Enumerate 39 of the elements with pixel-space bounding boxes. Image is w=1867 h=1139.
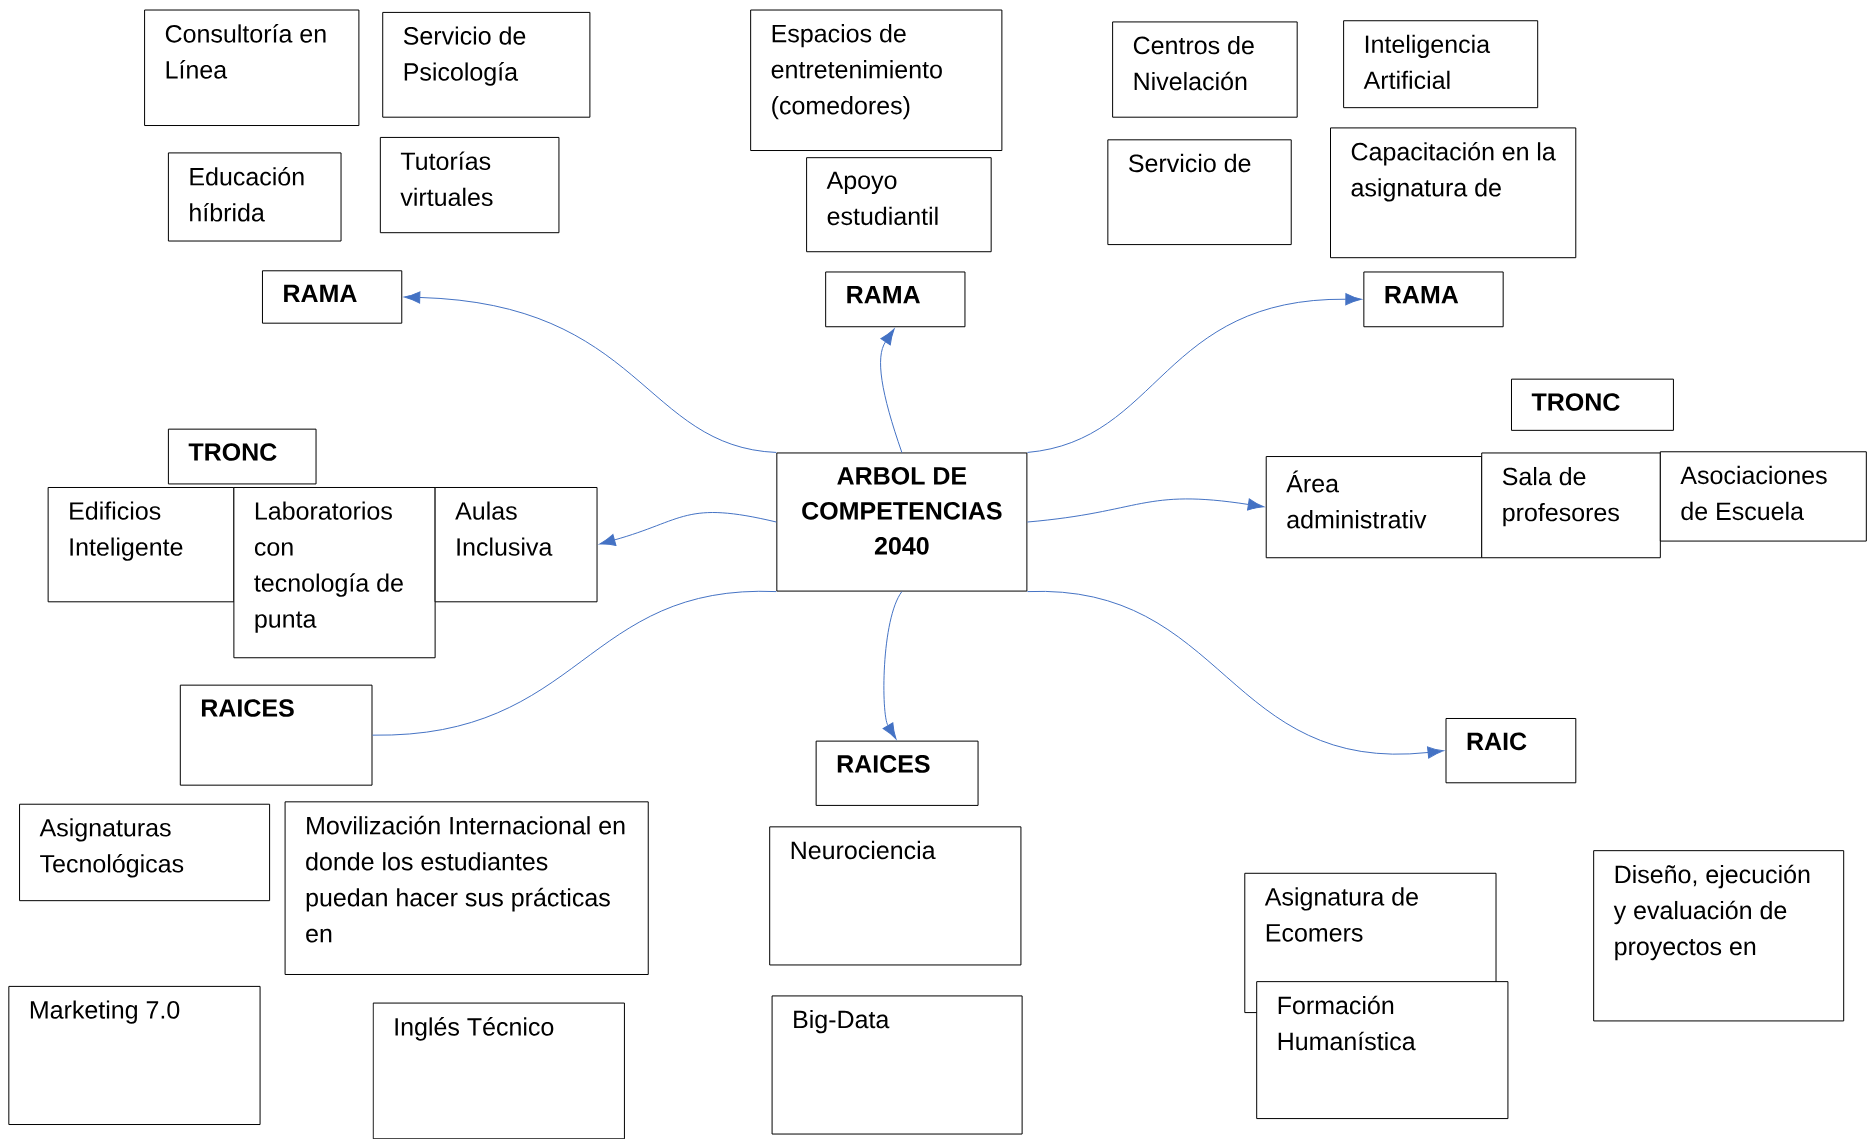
heading-box: RAICES xyxy=(179,684,373,786)
text-box: Marketing 7.0 xyxy=(8,985,261,1125)
text-box: Espacios de entretenimiento (comedores) xyxy=(750,9,1003,151)
text-box: Inteligencia Artificial xyxy=(1343,20,1539,108)
heading-box: TRONC xyxy=(167,428,317,485)
arrow xyxy=(403,291,777,453)
text-box: Laboratorios con tecnología de punta xyxy=(233,486,436,659)
text-box: Área administrativ xyxy=(1265,455,1483,558)
text-box: Apoyo estudiantil xyxy=(806,156,992,252)
arrow xyxy=(1026,292,1362,453)
text-box: Asignaturas Tecnológicas xyxy=(19,803,271,901)
text-box: Aulas Inclusiva xyxy=(434,486,598,603)
text-box: Servicio de xyxy=(1107,139,1292,245)
title-box: ARBOL DE COMPETENCIAS 2040 xyxy=(776,452,1028,592)
text-box: Servicio de Psicología xyxy=(382,11,591,118)
text-box: Consultoría en Línea xyxy=(144,9,360,126)
text-box: Capacitación en la asignatura de xyxy=(1330,127,1577,258)
heading-box: RAIC xyxy=(1445,717,1577,784)
arrow xyxy=(1026,498,1265,523)
text-box: Sala de profesores xyxy=(1481,452,1661,558)
text-box: Educación híbrida xyxy=(167,152,342,242)
text-box: Centros de Nivelación xyxy=(1112,21,1298,118)
heading-box: TRONC xyxy=(1511,378,1674,431)
text-box: Tutorías virtuales xyxy=(379,136,560,233)
heading-box: RAICES xyxy=(815,740,979,806)
heading-box: RAMA xyxy=(261,270,403,324)
text-box: Formación Humanística xyxy=(1256,980,1509,1119)
text-box: Diseño, ejecución y evaluación de proyectos en xyxy=(1593,849,1845,1022)
heading-box: RAMA xyxy=(825,271,966,327)
text-box: Big-Data xyxy=(771,995,1023,1135)
text-box: Inglés Técnico xyxy=(372,1002,625,1139)
arrow xyxy=(882,590,903,740)
text-box: Asociaciones de Escuela xyxy=(1659,451,1867,542)
arrow xyxy=(599,511,777,546)
text-box: Movilización Internacional en donde los estudiantes puedan hacer sus prácticas en xyxy=(284,801,649,975)
arrow xyxy=(1026,590,1444,759)
heading-box: RAMA xyxy=(1363,271,1504,327)
text-box: Neurociencia xyxy=(769,826,1022,966)
arrow xyxy=(880,328,903,453)
